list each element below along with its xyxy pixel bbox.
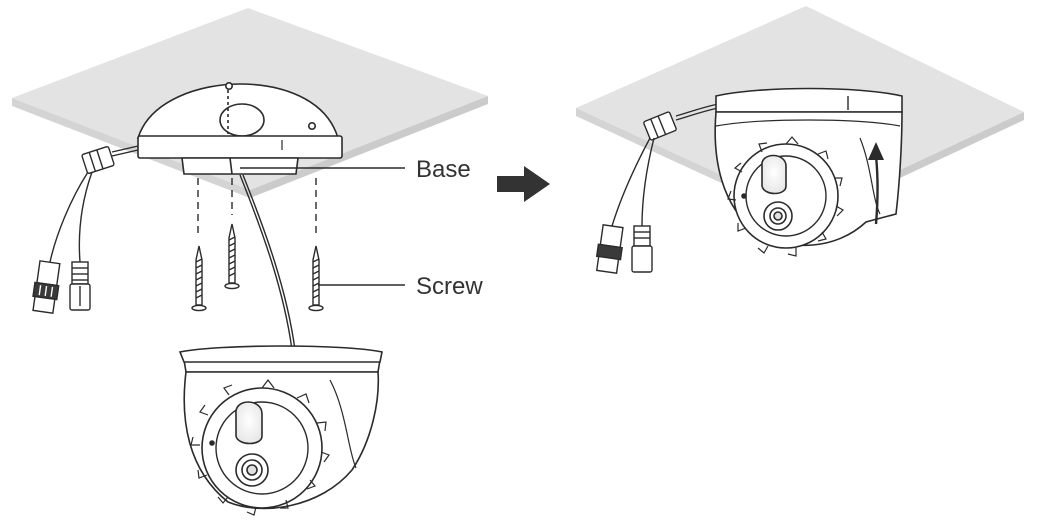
screw-label: Screw xyxy=(416,273,483,300)
power-connector-icon xyxy=(69,261,91,311)
right-arrow-icon xyxy=(497,166,550,202)
dome-camera-mounted xyxy=(714,87,903,257)
screw-right xyxy=(308,178,324,312)
right-cable-bundle xyxy=(595,103,719,274)
dome-camera-left xyxy=(178,345,383,516)
ethernet-connector-icon xyxy=(32,260,61,314)
mounting-base xyxy=(136,82,343,175)
camera-cable-left xyxy=(239,174,293,351)
ethernet-connector-right-icon xyxy=(595,224,624,274)
left-cable-bundle xyxy=(32,145,139,314)
screw-left xyxy=(191,178,207,312)
screw-middle xyxy=(224,178,240,290)
up-arrow-icon xyxy=(868,142,884,225)
power-connector-right-icon xyxy=(631,225,653,273)
base-label: Base xyxy=(416,156,471,183)
